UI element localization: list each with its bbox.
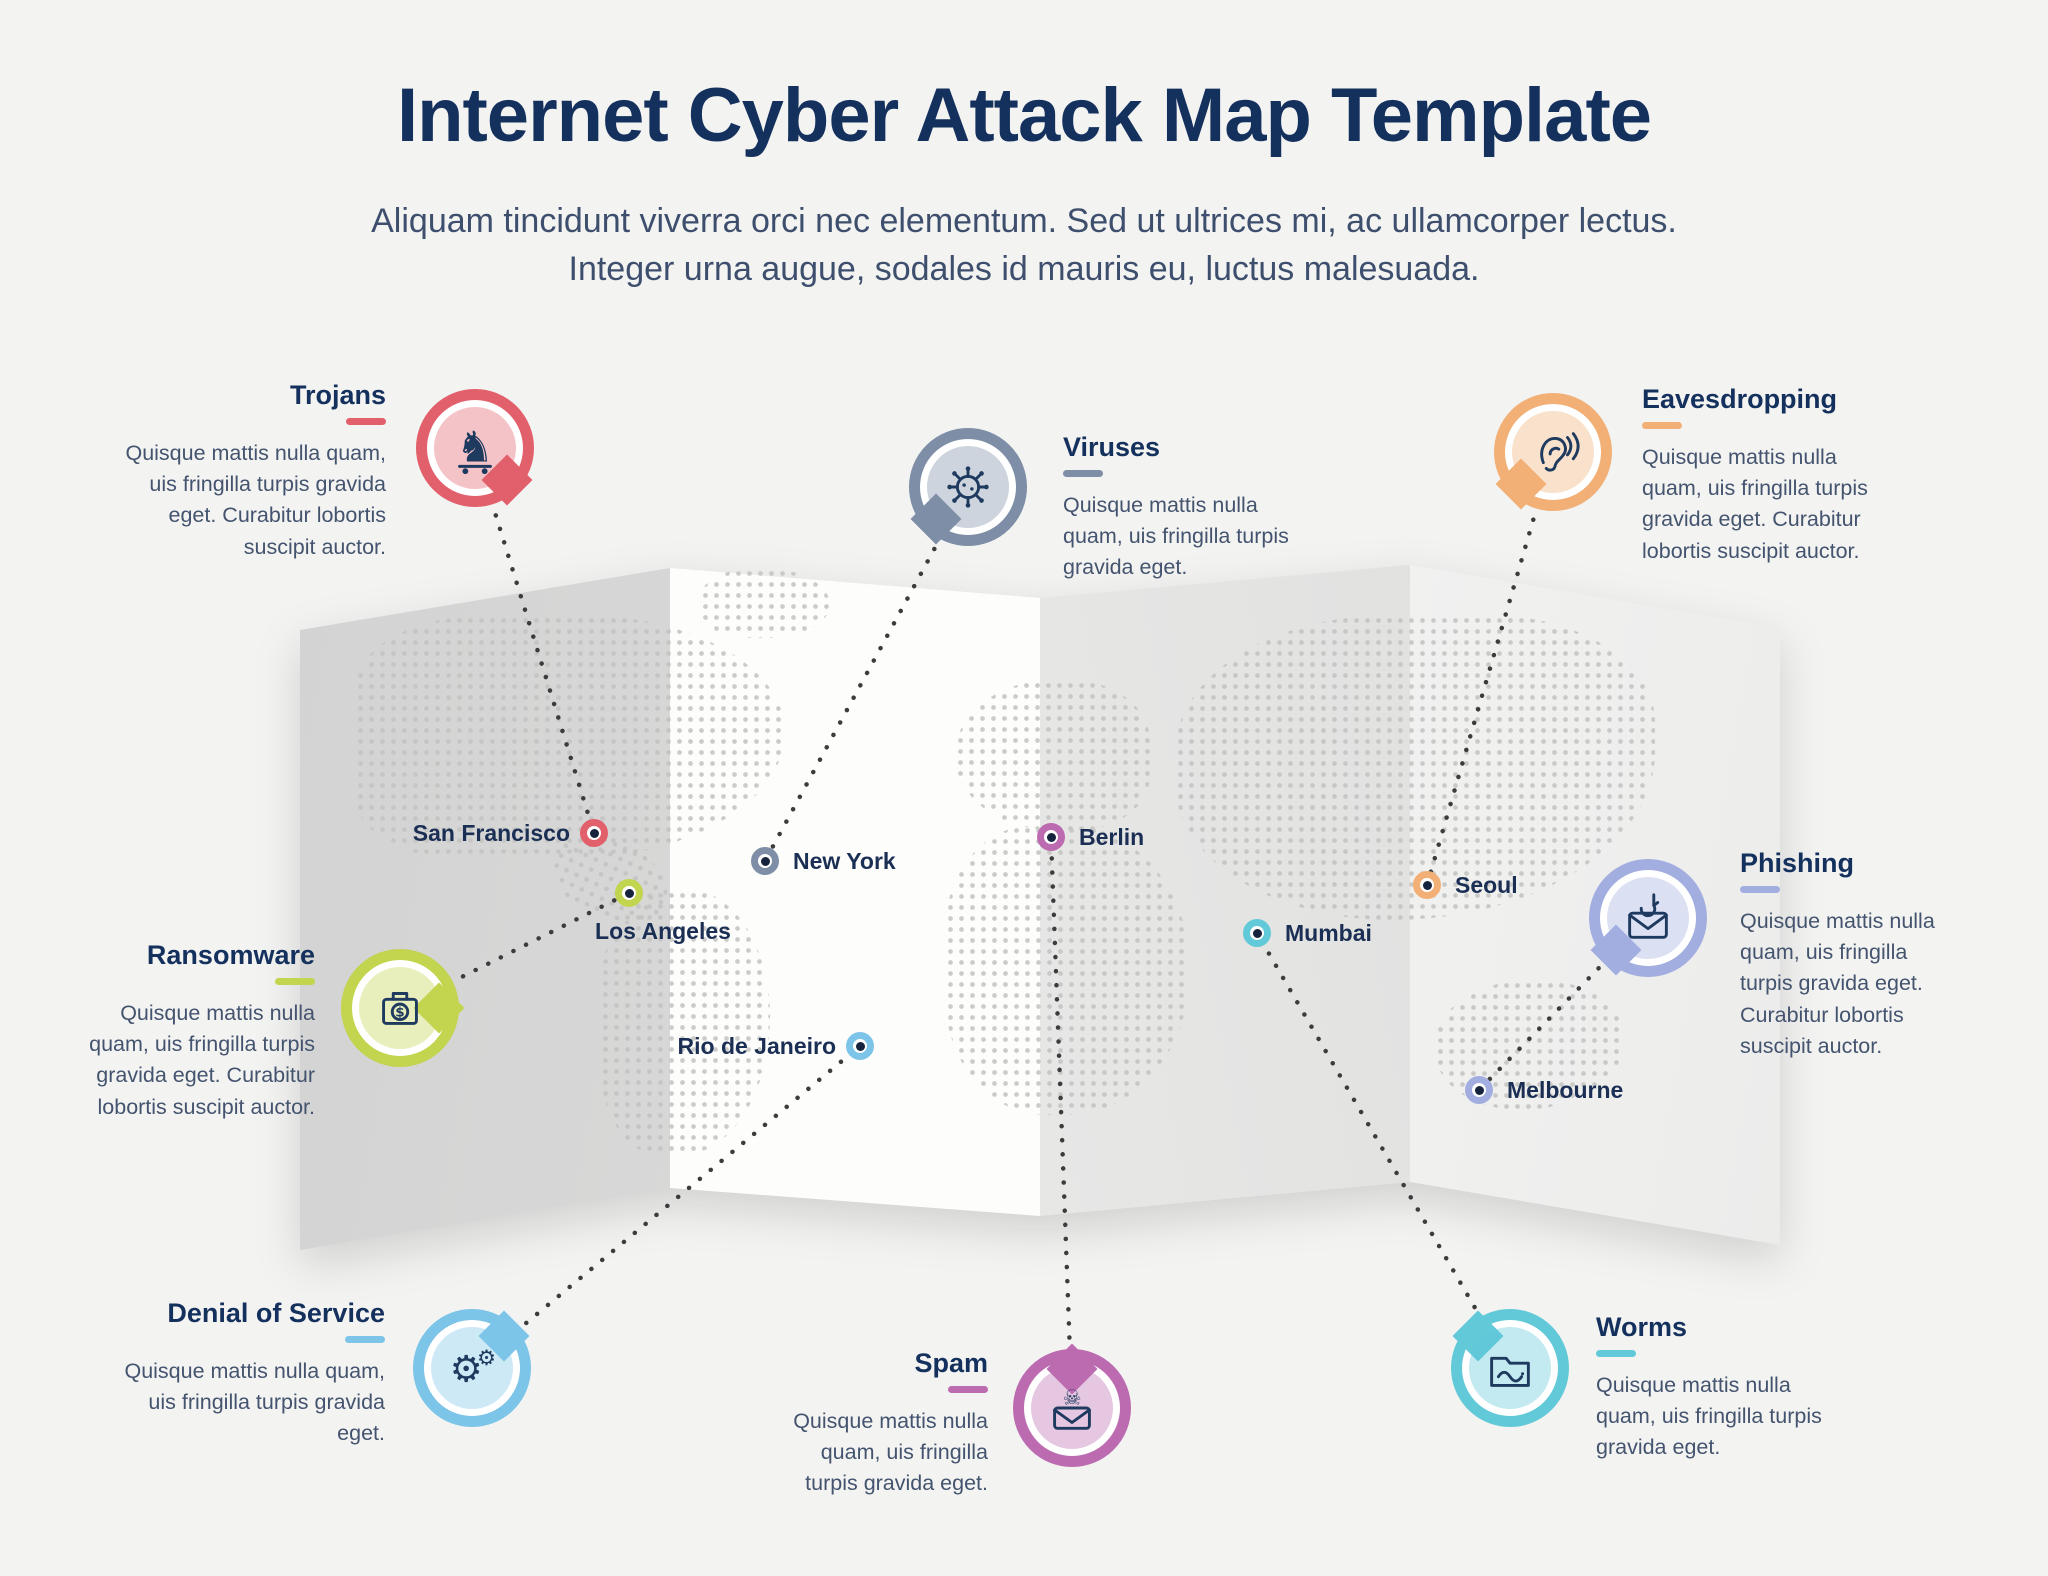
accent-bar: [948, 1386, 988, 1393]
page-subtitle: Aliquam tincidunt viverra orci nec eleme…: [371, 202, 1677, 288]
pin-phishing: [1589, 859, 1707, 977]
callout-ransomware: Ransomware Quisque mattis nulla quam, ui…: [60, 940, 315, 1123]
callout-trojans: Trojans Quisque mattis nulla quam, uis f…: [96, 380, 386, 563]
gears-icon: ⚙⚙: [443, 1339, 501, 1397]
page-title: Internet Cyber Attack Map Template: [396, 73, 1652, 158]
city-dot: [1422, 880, 1432, 890]
pin-tint: [431, 1327, 513, 1409]
callout-description: Quisque mattis nulla quam, uis fringilla…: [1642, 445, 1868, 563]
city-label-san-francisco: San Francisco: [412, 820, 570, 846]
continent-africa: [945, 825, 1190, 1115]
city-dot: [589, 828, 599, 838]
city-label-new-york: New York: [793, 848, 896, 874]
city-marker-new-york: [751, 847, 779, 875]
continent-south-america: [600, 890, 770, 1155]
callout-title: Ransomware: [146, 940, 315, 970]
pin-tint: [434, 407, 516, 489]
connector-eavesdropping-seoul: [1424, 449, 1556, 888]
callout-title: Spam: [914, 1348, 988, 1378]
city-dot: [624, 888, 634, 898]
accent-bar: [345, 1336, 385, 1343]
city-marker-mumbai: [1243, 919, 1271, 947]
city-label-rio-de-janeiro: Rio de Janeiro: [677, 1033, 836, 1059]
callout-description: Quisque mattis nulla quam, uis fringilla…: [89, 1001, 315, 1119]
callout-description: Quisque mattis nulla quam, uis fringilla…: [124, 1359, 385, 1446]
trojan-horse-icon: ♞: [446, 419, 504, 477]
ear-icon: [1524, 423, 1582, 481]
city-label-melbourne: Melbourne: [1507, 1077, 1624, 1103]
svg-text:⚙: ⚙: [450, 1348, 483, 1391]
pin-trojans: ♞: [416, 389, 534, 507]
svg-text:☠: ☠: [1062, 1386, 1081, 1411]
pin-tint: [1607, 877, 1689, 959]
pin-tint: [1469, 1327, 1551, 1409]
callout-title: Phishing: [1740, 848, 1854, 878]
callout-description: Quisque mattis nulla quam, uis fringilla…: [793, 1409, 988, 1496]
pin-viruses: [909, 428, 1027, 546]
svg-text:♞: ♞: [456, 424, 494, 473]
continent-europe: [955, 680, 1150, 830]
connector-worms-mumbai: [1254, 930, 1513, 1371]
accent-bar: [1642, 422, 1682, 429]
pin-ransomware: $: [341, 949, 465, 1067]
ransom-money-icon: $: [371, 979, 429, 1037]
callout-title: Viruses: [1063, 432, 1161, 462]
city-marker-berlin: [1037, 823, 1065, 851]
virus-icon: [939, 458, 997, 516]
city-label-los-angeles: Los Angeles: [595, 918, 731, 944]
callout-spam: Spam Quisque mattis nulla quam, uis frin…: [768, 1348, 988, 1500]
city-dot: [760, 856, 770, 866]
accent-bar: [1596, 1350, 1636, 1357]
city-dot: [1046, 832, 1056, 842]
connector-spam-berlin: [1048, 834, 1075, 1411]
world-map: [300, 560, 1780, 1260]
callout-denial-of-service: Denial of Service Quisque mattis nulla q…: [120, 1298, 385, 1450]
callout-title: Trojans: [289, 380, 386, 410]
callout-title: Worms: [1596, 1312, 1688, 1342]
connector-trojans-san-francisco: [472, 445, 597, 836]
callout-description: Quisque mattis nulla quam, uis fringilla…: [1063, 493, 1289, 580]
callout-eavesdropping: Eavesdropping Quisque mattis nulla quam,…: [1642, 384, 1877, 567]
city-dot: [1252, 928, 1262, 938]
pin-denial-of-service: ⚙⚙: [413, 1309, 531, 1427]
callout-viruses: Viruses Quisque mattis nulla quam, uis f…: [1063, 432, 1293, 584]
accent-bar: [1063, 470, 1103, 477]
accent-bar: [346, 418, 386, 425]
pin-eavesdropping: [1494, 393, 1612, 511]
callout-title: Eavesdropping: [1642, 384, 1838, 414]
worm-folder-icon: [1481, 1339, 1539, 1397]
callout-phishing: Phishing Quisque mattis nulla quam, uis …: [1740, 848, 1958, 1062]
pin-spam: ☠: [1013, 1343, 1131, 1467]
city-marker-san-francisco: [580, 819, 608, 847]
callout-description: Quisque mattis nulla quam, uis fringilla…: [1596, 1373, 1822, 1460]
envelope-hook-icon: [1619, 889, 1677, 947]
continent-asia: [1175, 615, 1655, 920]
city-label-mumbai: Mumbai: [1285, 920, 1372, 946]
accent-bar: [1740, 886, 1780, 893]
accent-bar: [275, 978, 315, 985]
pin-tint: [1512, 411, 1594, 493]
pin-tint: [359, 967, 441, 1049]
pin-worms: [1451, 1309, 1569, 1427]
city-dot: [1474, 1085, 1484, 1095]
callout-title: Denial of Service: [167, 1298, 385, 1328]
connector-viruses-new-york: [762, 484, 971, 864]
svg-text:$: $: [395, 1005, 404, 1021]
city-label-seoul: Seoul: [1455, 872, 1518, 898]
callout-description: Quisque mattis nulla quam, uis fringilla…: [1740, 909, 1935, 1058]
pin-tint: [927, 446, 1009, 528]
city-marker-seoul: [1413, 871, 1441, 899]
city-marker-rio-de-janeiro: [846, 1032, 874, 1060]
connector-dos-rio-de-janeiro: [469, 1043, 863, 1371]
city-marker-los-angeles: [615, 879, 643, 907]
city-marker-melbourne: [1465, 1076, 1493, 1104]
continent-north-america: [355, 615, 785, 860]
callout-description: Quisque mattis nulla quam, uis fringilla…: [125, 441, 386, 559]
envelope-skull-icon: ☠: [1043, 1379, 1101, 1437]
continent-greenland: [700, 568, 830, 638]
city-label-berlin: Berlin: [1079, 824, 1145, 850]
svg-text:⚙: ⚙: [477, 1346, 496, 1371]
callout-worms: Worms Quisque mattis nulla quam, uis fri…: [1596, 1312, 1831, 1464]
city-dot: [855, 1041, 865, 1051]
